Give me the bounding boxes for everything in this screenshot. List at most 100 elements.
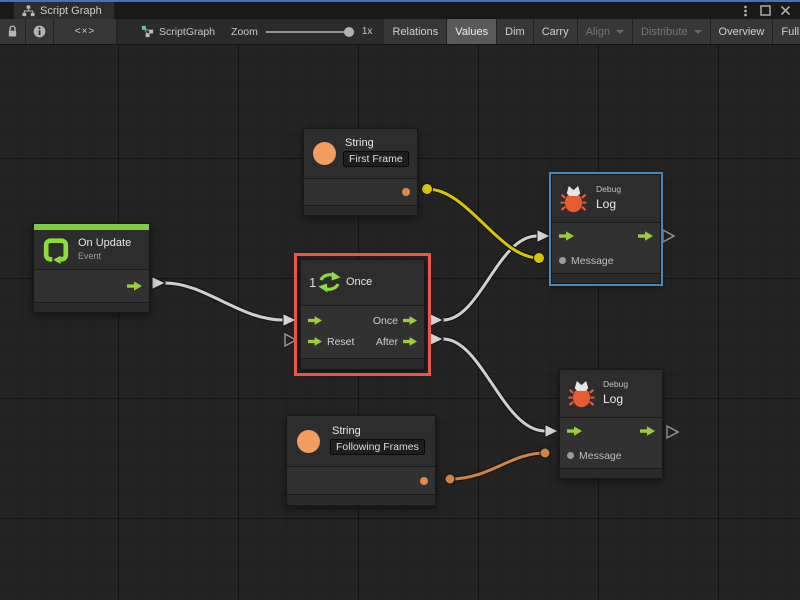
node-title: Log [596,197,617,211]
once-output-port[interactable] [403,316,417,325]
carry-label: Carry [541,25,569,38]
node-header: String Following Frames [287,416,435,466]
message-input-port[interactable] [567,452,574,459]
node-debug-log-bottom[interactable]: Debug Log Message [559,369,663,479]
breadcrumb-label: ScriptGraph [159,25,216,38]
zoom-value: 1x [361,26,373,37]
align-label: Align [585,25,611,38]
enter-port[interactable] [308,316,322,325]
node-ports: Once Reset After [301,305,424,358]
enter-port[interactable] [559,230,574,241]
enter-port[interactable] [567,425,582,436]
after-output-port[interactable] [403,337,417,346]
inspect-button[interactable] [26,19,54,44]
fullscreen-button[interactable]: Full Screen [773,19,800,44]
edge-string-to-debug-top-message[interactable] [421,183,545,264]
debug-bottom-exit-knob[interactable] [666,424,680,440]
node-subtitle: Event [78,251,102,261]
values-button[interactable]: Values [447,19,498,44]
graph-toolbar: <×> ScriptGraph Zoom 1x Relations Values… [0,19,800,45]
code-view-button[interactable]: <×> [54,19,117,44]
debug-top-exit-knob[interactable] [662,228,676,244]
flow-port-row [560,417,662,443]
message-port-label: Message [579,449,622,462]
zoom-slider[interactable] [265,26,354,37]
script-graph-icon [141,25,154,38]
edge-onupdate-to-once[interactable] [151,275,298,328]
on-update-loop-icon [43,238,69,264]
node-string-first-frame[interactable]: String First Frame [303,128,418,216]
exit-port[interactable] [638,230,653,241]
window-controls [738,2,800,19]
string-type-icon [313,142,336,165]
carry-button[interactable]: Carry [533,19,578,44]
string-output-port[interactable] [420,476,428,485]
node-ports [304,178,417,205]
node-debug-log-top[interactable]: Debug Log Message [551,174,661,284]
close-icon[interactable] [778,5,792,17]
event-color-bar [34,224,149,230]
node-once[interactable]: 1 Once Once Reset After [294,253,431,376]
lock-button[interactable] [0,19,26,44]
node-footer [301,358,424,369]
reset-port-knob[interactable] [284,332,298,348]
node-title: String [332,425,361,437]
reset-port-label: Reset [327,335,355,348]
tab-title: Script Graph [40,4,102,17]
node-header: Debug Log [560,370,662,417]
edge-once-to-debug-bottom[interactable] [429,331,560,439]
string-value-field[interactable]: First Frame [343,151,409,167]
dim-button[interactable]: Dim [497,19,534,44]
overview-button[interactable]: Overview [710,19,774,44]
titlebar: Script Graph [0,2,800,19]
message-input-port[interactable] [559,257,566,264]
once-cycle-icon [318,271,341,293]
breadcrumb[interactable]: ScriptGraph [131,19,225,44]
message-port-row: Message [552,248,660,273]
zoom-slider-handle[interactable] [343,26,354,37]
string-output-port[interactable] [402,188,410,196]
node-footer [560,468,662,478]
after-port-label: After [375,335,398,348]
flow-output-port[interactable] [127,281,142,291]
node-surtitle: Debug [603,379,629,389]
zoom-label: Zoom [231,25,258,38]
node-footer [304,205,417,215]
node-on-update[interactable]: On Update Event [33,223,150,313]
node-string-following-frames[interactable]: String Following Frames [286,415,436,506]
bug-icon [560,186,587,213]
exit-port[interactable] [640,425,655,436]
node-title: On Update [78,237,132,249]
bug-icon [568,381,595,408]
once-port-label: Once [372,314,398,327]
align-button[interactable]: Align [577,19,634,44]
chevron-down-icon [693,29,702,34]
tab-script-graph[interactable]: Script Graph [14,2,114,19]
node-header: Debug Log [552,175,660,222]
distribute-label: Distribute [641,25,688,38]
edge-once-to-debug-top[interactable] [429,228,552,328]
code-view-label: <×> [74,26,96,37]
node-ports [287,466,435,494]
flow-port-row [552,222,660,248]
message-port-label: Message [571,254,614,267]
zoom-slider-track [265,30,354,33]
maximize-icon[interactable] [758,5,772,17]
relations-label: Relations [392,25,439,38]
node-header: 1 Once [301,260,424,305]
node-ports [34,269,149,302]
string-type-icon [297,430,320,453]
node-footer [34,302,149,312]
relations-button[interactable]: Relations [384,19,448,44]
reset-port[interactable] [308,337,322,346]
lock-icon [8,25,17,37]
node-title: Once [346,276,373,288]
kebab-menu-icon[interactable] [738,5,752,17]
edge-string-to-debug-bottom-message[interactable] [444,447,551,485]
node-title: String [345,137,374,149]
zoom-control: Zoom 1x [225,19,378,44]
distribute-button[interactable]: Distribute [633,19,711,44]
graph-canvas[interactable]: String First Frame On Update Event [0,45,800,600]
string-value-field[interactable]: Following Frames [330,439,425,455]
